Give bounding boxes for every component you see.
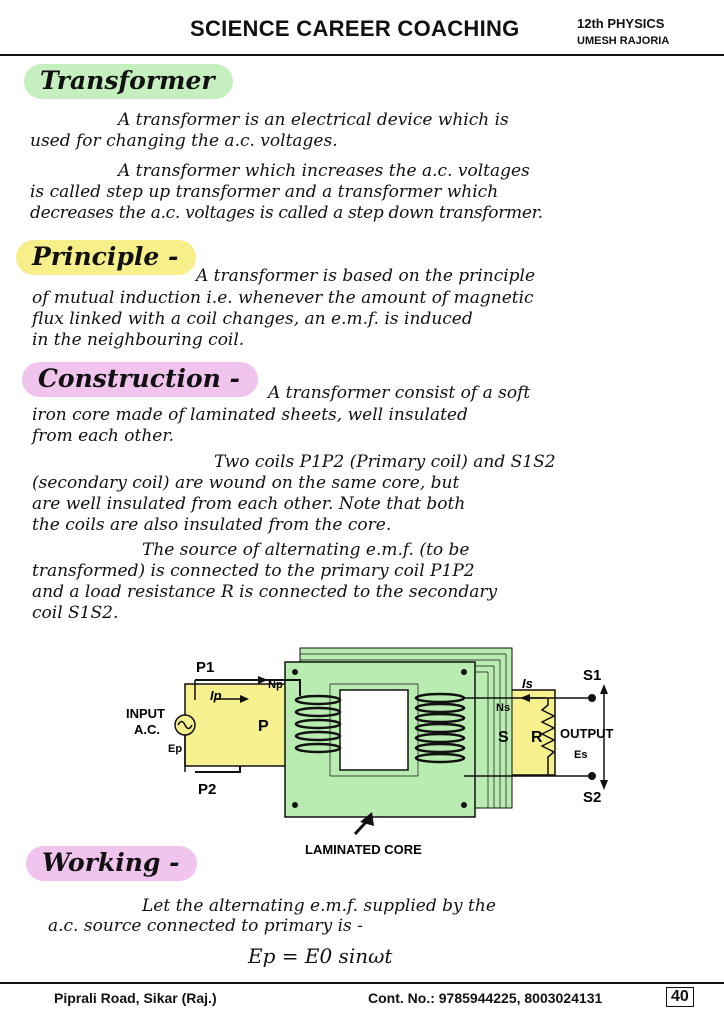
label-p1: P1 (196, 659, 214, 676)
working-formula: Ep = E0 sinωt (248, 944, 393, 968)
label-p2: P2 (198, 781, 216, 798)
label-np: Np (268, 679, 283, 691)
working-heading: Working - (26, 846, 198, 881)
construction-line-6: are well insulated from each other. Note… (32, 494, 466, 514)
label-s: S (498, 729, 509, 746)
construction-line-1: A transformer consist of a soft (268, 383, 531, 403)
header-rule (0, 54, 724, 56)
transformer-diagram: P1 Ip Np P INPUT A.C. Ep P2 Is Ns S R OU… (126, 647, 614, 857)
resistor-icon (540, 698, 556, 776)
header-title: SCIENCE CAREER COACHING (190, 16, 520, 41)
label-ns: Ns (496, 702, 510, 714)
principle-line-1: A transformer is based on the principle (196, 266, 536, 286)
working-line-1: Let the alternating e.m.f. supplied by t… (142, 896, 496, 916)
footer-rule (0, 982, 724, 984)
header-subject: 12th PHYSICS (577, 16, 665, 31)
label-input: INPUT (126, 706, 165, 721)
construction-line-8: The source of alternating e.m.f. (to be (142, 540, 470, 560)
principle-line-3: flux linked with a coil changes, an e.m.… (32, 309, 473, 329)
header-teacher: UMESH RAJORIA (577, 35, 670, 47)
label-core: LAMINATED CORE (305, 842, 422, 857)
label-ep: Ep (168, 743, 182, 755)
label-ac: A.C. (134, 722, 160, 737)
construction-line-11: coil S1S2. (32, 603, 119, 623)
construction-line-9: transformed) is connected to the primary… (32, 561, 475, 581)
label-r: R (531, 729, 543, 746)
transformer-heading: Transformer (24, 64, 233, 99)
label-es: Es (574, 749, 587, 761)
transformer-line-1: A transformer is an electrical device wh… (118, 110, 509, 130)
laminated-core (284, 647, 513, 818)
principle-heading: Principle - (16, 240, 197, 275)
construction-line-3: from each other. (32, 426, 174, 446)
construction-line-5: (secondary coil) are wound on the same c… (32, 473, 460, 493)
label-output: OUTPUT (560, 726, 614, 741)
label-s1: S1 (583, 667, 601, 684)
transformer-line-3: A transformer which increases the a.c. v… (118, 161, 530, 181)
principle-line-4: in the neighbouring coil. (32, 330, 245, 350)
primary-winding (294, 694, 342, 754)
construction-line-2: iron core made of laminated sheets, well… (32, 405, 468, 425)
label-p: P (258, 718, 269, 735)
transformer-line-5: decreases the a.c. voltages is called a … (30, 203, 543, 223)
construction-line-7: the coils are also insulated from the co… (32, 515, 392, 535)
transformer-line-4: is called step up transformer and a tran… (30, 182, 499, 202)
construction-line-4: Two coils P1P2 (Primary coil) and S1S2 (214, 452, 556, 472)
footer-address: Piprali Road, Sikar (Raj.) (54, 990, 217, 1006)
transformer-line-2: used for changing the a.c. voltages. (30, 131, 338, 151)
footer-contact: Cont. No.: 9785944225, 8003024131 (368, 990, 603, 1006)
label-s2: S2 (583, 789, 601, 806)
page-number: 40 (666, 987, 694, 1007)
principle-line-2: of mutual induction i.e. whenever the am… (32, 288, 534, 308)
working-line-2: a.c. source connected to primary is - (48, 916, 363, 936)
construction-line-10: and a load resistance R is connected to … (32, 582, 498, 602)
construction-heading: Construction - (22, 362, 258, 397)
label-is: Is (522, 676, 533, 691)
label-ip: Ip (210, 688, 222, 703)
